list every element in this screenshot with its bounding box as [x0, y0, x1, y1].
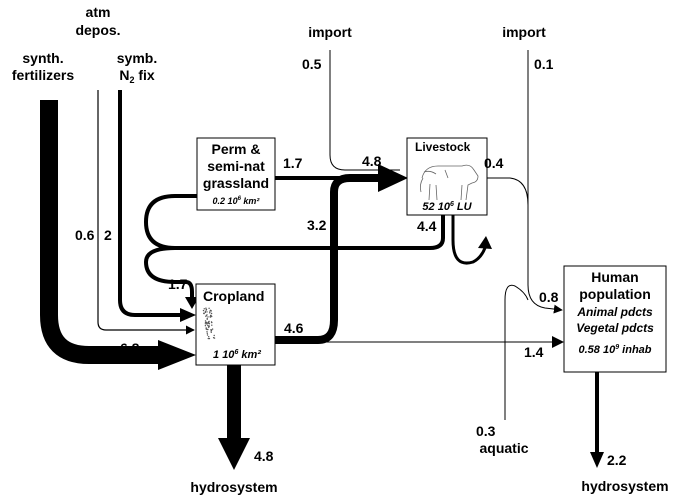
- crop-texture-dot: [204, 308, 205, 309]
- crop-texture-dot: [205, 325, 206, 326]
- livestock-units: 52 106 LU: [422, 201, 472, 213]
- crop-texture-dot: [205, 323, 206, 324]
- flow-value-symb-fix: 2: [104, 227, 112, 243]
- flow-value-human-to-hydro: 2.2: [607, 452, 627, 468]
- crop-texture-dot: [211, 313, 212, 314]
- grassland-label-3: grassland: [203, 175, 269, 191]
- crop-texture-dot: [214, 335, 215, 336]
- synth-fertilizers-label-1: synth.: [22, 50, 63, 66]
- crop-texture-dot: [208, 326, 209, 327]
- hydrosystem-human-label: hydrosystem: [581, 478, 668, 494]
- synth-fertilizers-label-2: fertilizers: [12, 67, 74, 83]
- import-human-label: import: [502, 24, 546, 40]
- flow-value-import-livestock: 0.5: [302, 56, 322, 72]
- crop-texture-dot: [207, 333, 208, 334]
- crop-texture-dot: [206, 315, 207, 316]
- crop-texture-dot: [203, 310, 204, 311]
- human-animal-pdcts: Animal pdcts: [576, 305, 653, 319]
- flow-crop-to-livestock: [275, 178, 392, 340]
- crop-texture-dot: [211, 316, 212, 317]
- crop-texture-dot: [207, 316, 208, 317]
- flow-value-crop-to-human: 1.4: [524, 344, 544, 360]
- flow-value-atm-depos: 0.6: [75, 227, 95, 243]
- crop-texture-dot: [206, 327, 207, 328]
- cropland-label: Cropland: [203, 288, 264, 304]
- flow-value-human-in: 0.8: [539, 289, 559, 305]
- crop-texture-dot: [205, 308, 206, 309]
- flow-value-crop-out: 4.6: [284, 320, 304, 336]
- flow-value-grass-to-livestock: 1.7: [283, 155, 303, 171]
- flow-crop-to-grass: [146, 196, 198, 248]
- crop-texture-dot: [207, 318, 208, 319]
- flow-livestock-in-head: [378, 164, 408, 192]
- flow-value-livestock-in: 4.8: [362, 153, 382, 169]
- flow-livestock-to-crop: [146, 215, 443, 299]
- flow-value-synth-fert: 6.8: [120, 340, 140, 356]
- flow-crop-to-human-head: [552, 336, 564, 348]
- flow-livestock-curl: [453, 215, 485, 263]
- human-label-2: population: [579, 286, 651, 302]
- crop-texture-dot: [209, 338, 210, 339]
- flow-symb-fix-head: [180, 308, 196, 322]
- crop-texture-dot: [207, 325, 208, 326]
- livestock-label: Livestock: [415, 140, 471, 154]
- crop-texture-dot: [211, 322, 212, 323]
- aquatic-label: aquatic: [479, 440, 528, 456]
- crop-texture-dot: [211, 310, 212, 311]
- flow-value-livestock-to-human: 0.4: [484, 155, 504, 171]
- crop-texture-dot: [206, 322, 207, 323]
- crop-texture-dot: [212, 328, 213, 329]
- symb-fix-label-1: symb.: [117, 50, 157, 66]
- flow-synth-fertilizers-head: [158, 340, 196, 370]
- human-label-1: Human: [591, 269, 638, 285]
- crop-texture-dot: [207, 334, 208, 335]
- crop-texture-dot: [209, 323, 210, 324]
- flow-value-crop-to-livestock: 3.2: [307, 217, 327, 233]
- crop-texture-dot: [210, 331, 211, 332]
- crop-texture-dot: [213, 337, 214, 338]
- import-livestock-label: import: [308, 24, 352, 40]
- crop-texture-dot: [210, 315, 211, 316]
- crop-texture-dot: [206, 311, 207, 312]
- flow-value-aquatic: 0.3: [476, 423, 496, 439]
- atm-depos-label-2: depos.: [75, 22, 120, 38]
- crop-texture-dot: [207, 329, 208, 330]
- human-population: 0.58 109 inhab: [579, 344, 652, 356]
- crop-texture-dot: [208, 308, 209, 309]
- flow-human-to-hydro-head: [590, 452, 604, 468]
- crop-texture-dot: [211, 325, 212, 326]
- crop-texture-dot: [208, 336, 209, 337]
- flow-value-import-human: 0.1: [534, 56, 554, 72]
- flow-value-crop-to-grass: 1.7: [168, 276, 188, 292]
- flow-crop-to-hydro-head: [218, 438, 250, 470]
- grassland-label-2: semi-nat: [207, 158, 265, 174]
- flow-value-livestock-to-crop: 4.4: [417, 218, 437, 234]
- flow-import-livestock: [330, 50, 400, 170]
- crop-texture-dot: [205, 309, 206, 310]
- grassland-area: 0.2 106 km²: [213, 196, 261, 206]
- human-vegetal-pdcts: Vegetal pdcts: [576, 321, 654, 335]
- crop-texture-dot: [203, 313, 204, 314]
- flow-value-crop-to-hydro: 4.8: [254, 448, 274, 464]
- crop-texture-dot: [205, 312, 206, 313]
- hydrosystem-crop-label: hydrosystem: [190, 479, 277, 495]
- crop-texture-dot: [210, 316, 211, 317]
- crop-texture-dot: [208, 323, 209, 324]
- crop-texture-dot: [205, 322, 206, 323]
- crop-texture-dot: [211, 330, 212, 331]
- crop-texture-dot: [209, 311, 210, 312]
- crop-texture-dot: [205, 320, 206, 321]
- grassland-label-1: Perm &: [211, 141, 260, 157]
- flow-livestock-curl-head: [478, 236, 492, 249]
- crop-texture-dot: [206, 331, 207, 332]
- symb-fix-label-2: N2 fix: [119, 67, 155, 85]
- atm-depos-label-1: atm: [86, 4, 111, 20]
